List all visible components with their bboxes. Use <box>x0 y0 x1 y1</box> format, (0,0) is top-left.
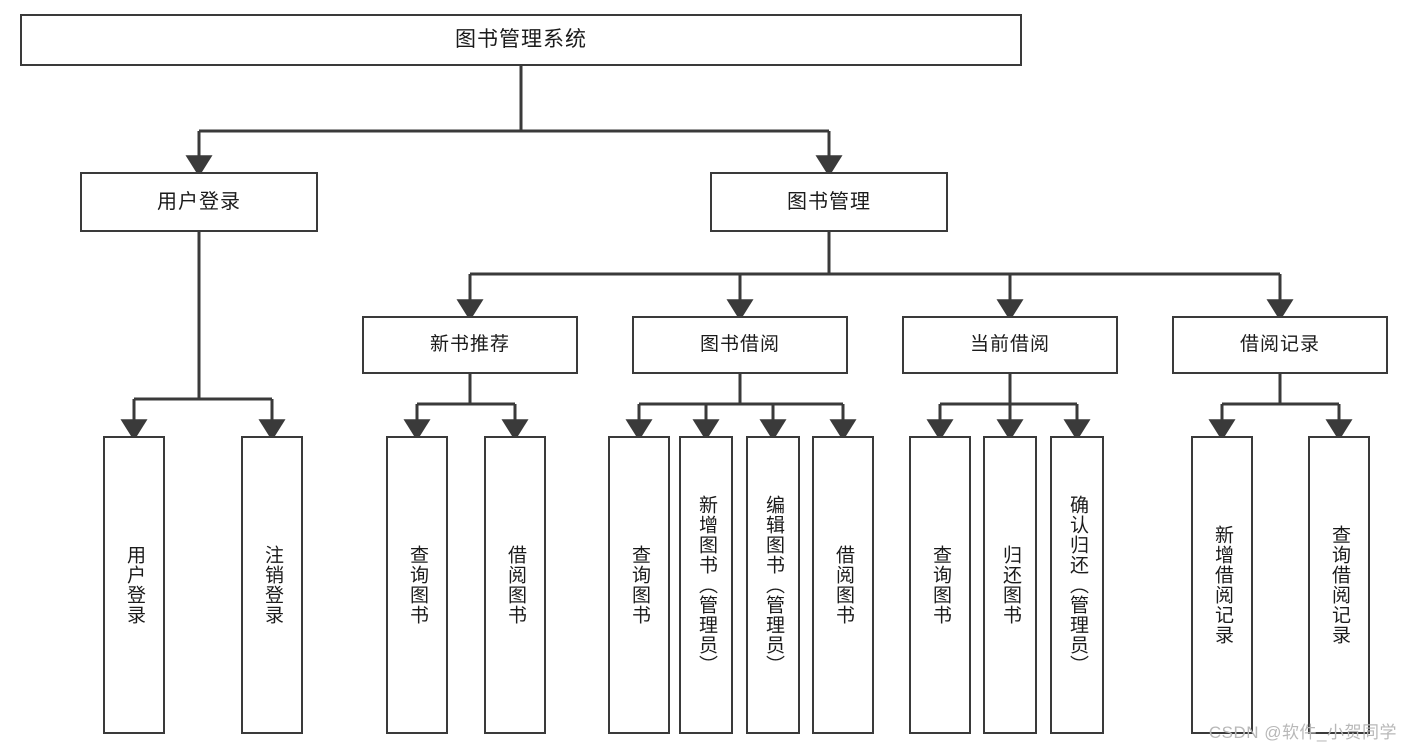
node-book-management-label: 图书管理 <box>787 190 871 213</box>
node-leaf-add-record-label: 新增借阅记录 <box>1211 525 1233 645</box>
node-leaf-return-book-label: 归还图书 <box>999 545 1021 625</box>
node-leaf-query-book-cur-label: 查询图书 <box>929 545 951 625</box>
node-leaf-query-book-bor[interactable]: 查询图书 <box>608 436 670 734</box>
node-leaf-borrow-book-rec-label: 借阅图书 <box>504 545 526 625</box>
node-leaf-query-book-rec-label: 查询图书 <box>406 545 428 625</box>
node-leaf-return-book[interactable]: 归还图书 <box>983 436 1037 734</box>
node-leaf-logout[interactable]: 注销登录 <box>241 436 303 734</box>
node-root-label: 图书管理系统 <box>455 27 587 51</box>
node-leaf-borrow-book-rec[interactable]: 借阅图书 <box>484 436 546 734</box>
node-current-borrow[interactable]: 当前借阅 <box>902 316 1118 374</box>
node-leaf-query-record-label: 查询借阅记录 <box>1328 525 1350 645</box>
node-leaf-query-book-bor-label: 查询图书 <box>628 545 650 625</box>
node-leaf-query-record[interactable]: 查询借阅记录 <box>1308 436 1370 734</box>
node-leaf-borrow-book-bor[interactable]: 借阅图书 <box>812 436 874 734</box>
node-leaf-query-book-cur[interactable]: 查询图书 <box>909 436 971 734</box>
node-book-borrow-label: 图书借阅 <box>699 334 780 356</box>
node-borrow-records-label: 借阅记录 <box>1239 334 1320 356</box>
node-book-borrow[interactable]: 图书借阅 <box>632 316 848 374</box>
node-borrow-records[interactable]: 借阅记录 <box>1172 316 1388 374</box>
node-root[interactable]: 图书管理系统 <box>20 14 1022 66</box>
node-user-login-label: 用户登录 <box>157 190 241 213</box>
node-leaf-user-login[interactable]: 用户登录 <box>103 436 165 734</box>
node-leaf-confirm-return-label: 确认归还（管理员） <box>1066 495 1088 675</box>
node-leaf-edit-book[interactable]: 编辑图书（管理员） <box>746 436 800 734</box>
node-leaf-borrow-book-bor-label: 借阅图书 <box>832 545 854 625</box>
node-current-borrow-label: 当前借阅 <box>969 334 1050 356</box>
node-leaf-add-book[interactable]: 新增图书（管理员） <box>679 436 733 734</box>
node-leaf-add-book-label: 新增图书（管理员） <box>695 495 717 675</box>
node-leaf-confirm-return[interactable]: 确认归还（管理员） <box>1050 436 1104 734</box>
watermark-text: CSDN @软件_小贺同学 <box>1208 723 1397 742</box>
node-leaf-add-record[interactable]: 新增借阅记录 <box>1191 436 1253 734</box>
node-user-login[interactable]: 用户登录 <box>80 172 318 232</box>
node-leaf-logout-label: 注销登录 <box>261 545 283 625</box>
node-new-book-recommend-label: 新书推荐 <box>429 334 510 356</box>
node-leaf-query-book-rec[interactable]: 查询图书 <box>386 436 448 734</box>
node-book-management[interactable]: 图书管理 <box>710 172 948 232</box>
node-leaf-user-login-label: 用户登录 <box>123 545 145 625</box>
node-leaf-edit-book-label: 编辑图书（管理员） <box>762 495 784 675</box>
node-new-book-recommend[interactable]: 新书推荐 <box>362 316 578 374</box>
